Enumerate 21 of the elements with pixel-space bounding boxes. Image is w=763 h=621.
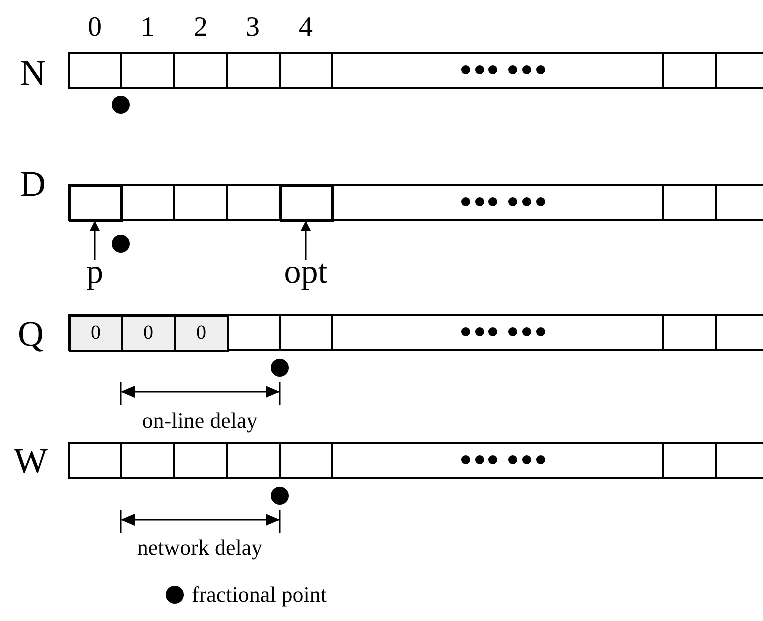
pointer-label: opt	[284, 256, 328, 290]
index-number: 0	[88, 14, 102, 42]
leader-arrow	[90, 221, 100, 260]
row-label: N	[20, 55, 46, 91]
index-number: 3	[246, 14, 260, 42]
array-cell: 0	[174, 315, 229, 352]
legend-label: fractional point	[192, 584, 328, 606]
array-cell	[280, 185, 334, 222]
array-cell: 0	[69, 315, 123, 352]
index-number: 4	[299, 14, 313, 42]
dimension-label: on-line delay	[142, 410, 258, 432]
pointer-label: p	[86, 256, 104, 290]
index-number: 1	[141, 14, 155, 42]
row-label: Q	[18, 316, 44, 352]
index-number: 2	[194, 14, 208, 42]
array-cell	[69, 185, 123, 222]
row-label: W	[14, 443, 48, 479]
dimension-label: network delay	[137, 537, 263, 559]
leader-arrow	[301, 221, 311, 260]
row-label: D	[20, 166, 46, 202]
array-cell: 0	[121, 315, 176, 352]
